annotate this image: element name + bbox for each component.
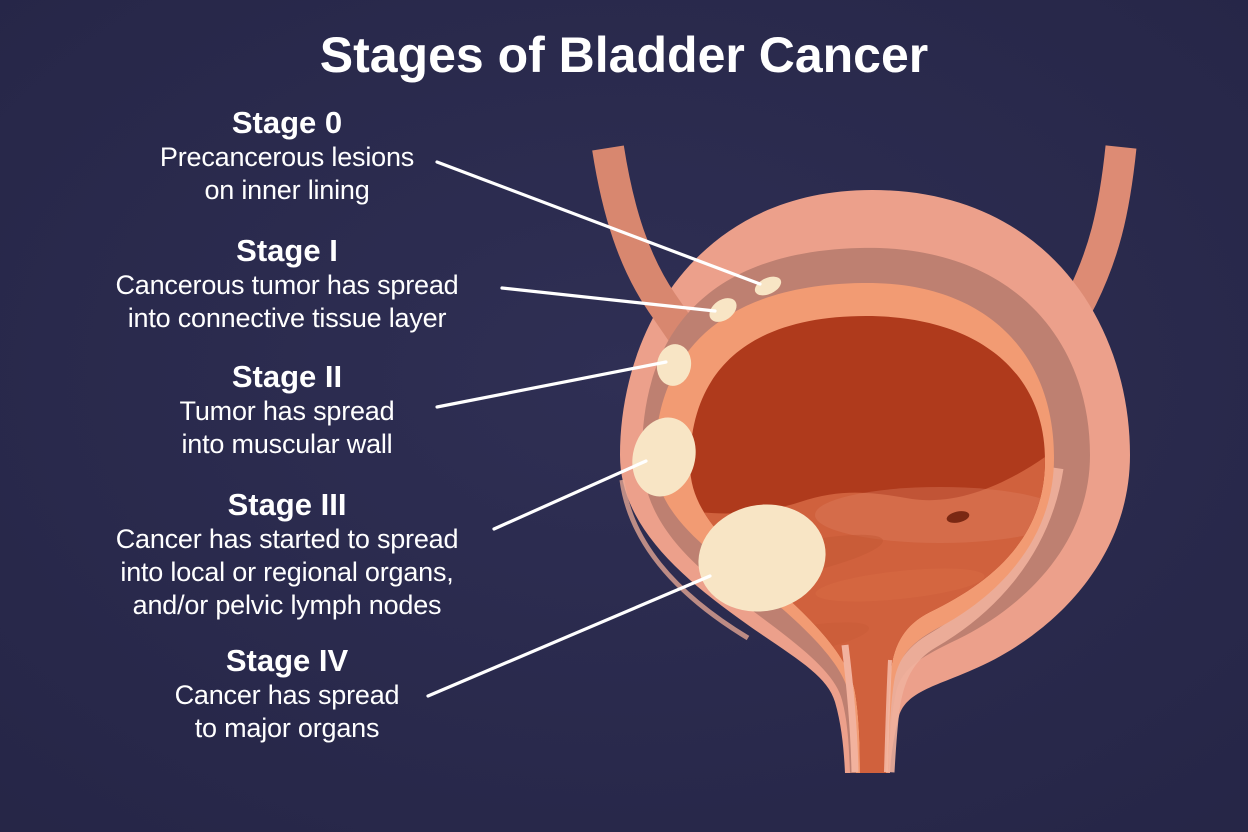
stage-3-desc-line: Cancer has started to spread	[115, 524, 459, 554]
stage-0-name: Stage 0	[231, 105, 343, 140]
stage-2-lesion	[656, 344, 692, 386]
stage-1-name: Stage I	[236, 233, 338, 268]
stage-1-desc-line: Cancerous tumor has spread	[115, 270, 459, 300]
stage-0-desc-line: on inner lining	[204, 175, 370, 205]
stage-3-desc-line: into local or regional organs,	[120, 557, 454, 587]
stage-1-label: Stage I Cancerous tumor has spread into …	[57, 232, 517, 335]
urethra-lining-right	[884, 659, 892, 773]
stage-0-lesion	[754, 276, 782, 296]
stage-3-name: Stage III	[227, 487, 347, 522]
stage-1-desc-line: into connective tissue layer	[127, 303, 447, 333]
floor-streak	[815, 568, 985, 602]
stage-3-lesion	[632, 417, 696, 497]
stage-0-desc-line: Precancerous lesions	[159, 142, 415, 172]
urethra-lining-left	[841, 644, 859, 773]
stage-0-label: Stage 0 Precancerous lesions on inner li…	[57, 104, 517, 207]
ureteral-orifice	[946, 511, 970, 523]
stage-3-label: Stage III Cancer has started to spread i…	[57, 486, 517, 622]
stage-0-leader-line	[435, 160, 762, 286]
outer-rim-highlight	[619, 479, 750, 641]
stage-4-desc-line: Cancer has spread	[174, 680, 400, 710]
stage-2-name: Stage II	[231, 359, 343, 394]
stage-4-lesion	[698, 504, 826, 612]
floor-haze	[815, 487, 1045, 543]
stage-2-desc-line: into muscular wall	[181, 429, 393, 459]
stage-4-desc-line: to major organs	[194, 713, 380, 743]
stage-2-leader-line	[435, 360, 668, 409]
stage-2-label: Stage II Tumor has spread into muscular …	[57, 358, 517, 461]
stage-3-desc-line: and/or pelvic lymph nodes	[132, 590, 442, 620]
stage-4-label: Stage IV Cancer has spread to major orga…	[57, 642, 517, 745]
stage-2-desc-line: Tumor has spread	[179, 396, 395, 426]
stage-1-leader-line	[500, 286, 717, 313]
stage-4-name: Stage IV	[225, 643, 349, 678]
page-title: Stages of Bladder Cancer	[319, 27, 929, 83]
stage-3-leader-line	[492, 459, 648, 531]
stage-4-leader-line	[426, 574, 712, 698]
stage-1-lesion	[709, 298, 737, 322]
